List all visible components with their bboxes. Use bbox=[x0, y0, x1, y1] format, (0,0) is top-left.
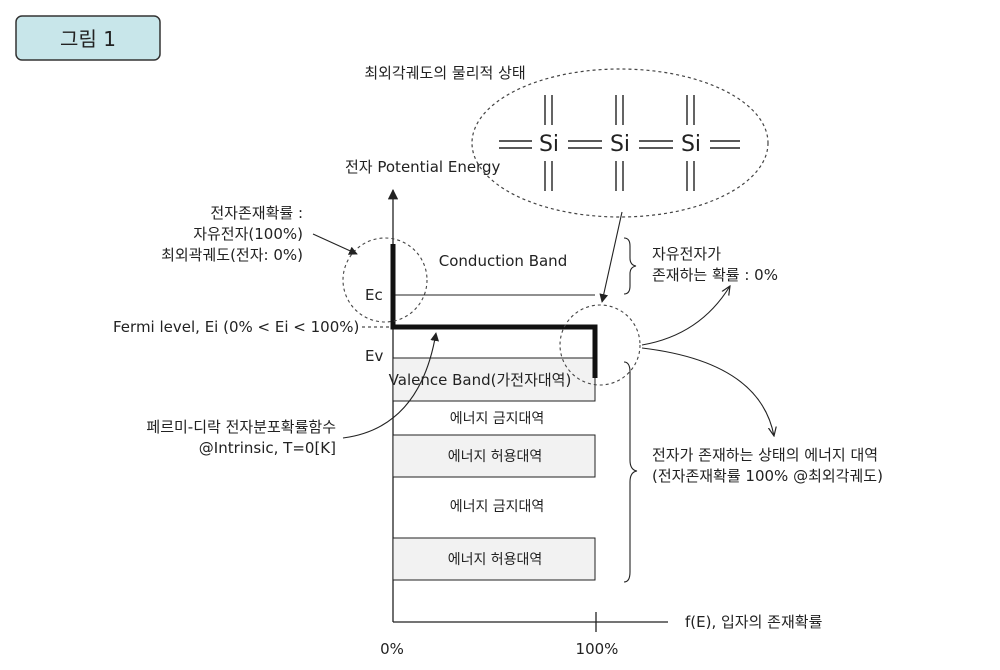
annotation-line-1: 전자존재확률 : bbox=[210, 204, 303, 222]
covalent-bonds bbox=[499, 95, 740, 191]
axes: 전자 Potential Energy f(E), 입자의 존재확률 0% 10… bbox=[345, 158, 823, 658]
energy-band-line-1: 전자가 존재하는 상태의 에너지 대역 bbox=[652, 446, 878, 464]
x-tick-label-100: 100% bbox=[576, 640, 619, 658]
figure-label-text: 그림 1 bbox=[60, 27, 116, 51]
figure-label-box bbox=[15, 15, 161, 61]
si-atom-2: Si bbox=[610, 132, 630, 157]
fermi-dirac-function bbox=[390, 244, 598, 378]
fermi-label: Fermi level, Ei (0% < Ei < 100%) bbox=[113, 318, 359, 336]
allowed-band-label-1: 에너지 허용대역 bbox=[448, 449, 543, 465]
x-tick-label-0: 0% bbox=[380, 640, 404, 658]
si-atom-3: Si bbox=[681, 132, 701, 157]
annotation-line-2: 자유전자(100%) bbox=[193, 225, 303, 243]
energy-band-brace bbox=[623, 361, 638, 583]
valence-band-label: Valence Band(가전자대역) bbox=[389, 371, 572, 389]
ec-label: Ec bbox=[365, 286, 383, 304]
allowed-band-label-2: 에너지 허용대역 bbox=[448, 552, 543, 568]
bands: Conduction Band Valence Band(가전자대역) 에너지 … bbox=[389, 252, 596, 581]
free-electron-line-2: 존재하는 확률 : 0% bbox=[652, 266, 778, 284]
figure-label: 그림 1 bbox=[15, 15, 161, 61]
lattice-title: 최외각궤도의 물리적 상태 bbox=[364, 64, 525, 82]
top-left-highlight-circle bbox=[342, 237, 428, 323]
fermi-function-line-1: 페르미-디락 전자분포확률함수 bbox=[146, 418, 336, 436]
energy-band-line-2: (전자존재확률 100% @최외각궤도) bbox=[652, 467, 883, 485]
right-highlight-circle bbox=[559, 304, 641, 386]
free-electron-annotation: 자유전자가 존재하는 확률 : 0% bbox=[623, 237, 778, 295]
curved-arrow-up bbox=[641, 286, 730, 346]
allowed-band-2 bbox=[392, 537, 596, 581]
ev-label: Ev bbox=[365, 347, 383, 365]
valence-band bbox=[392, 357, 596, 402]
si-atom-1: Si bbox=[539, 132, 559, 157]
energy-levels: Ec Ev Fermi level, Ei (0% < Ei < 100%) bbox=[113, 286, 595, 365]
annotation-arrow bbox=[312, 233, 358, 255]
conduction-band-label: Conduction Band bbox=[439, 252, 567, 270]
annotation-electron-probability: 전자존재확률 : 자유전자(100%) 최외곽궤도(전자: 0%) bbox=[161, 204, 358, 264]
annotation-line-3: 최외곽궤도(전자: 0%) bbox=[161, 246, 303, 264]
fermi-function-line-2: @Intrinsic, T=0[K] bbox=[199, 439, 336, 457]
fermi-function-arrow bbox=[342, 332, 440, 439]
forbidden-band-label-2: 에너지 금지대역 bbox=[450, 499, 545, 515]
y-axis-label: 전자 Potential Energy bbox=[345, 158, 500, 176]
si-lattice: 최외각궤도의 물리적 상태 Si Si Si bbox=[364, 64, 769, 218]
energy-band-annotation: 전자가 존재하는 상태의 에너지 대역 (전자존재확률 100% @최외각궤도) bbox=[623, 361, 883, 583]
fermi-function-annotation: 페르미-디락 전자분포확률함수 @Intrinsic, T=0[K] bbox=[146, 332, 440, 457]
free-electron-line-1: 자유전자가 bbox=[652, 245, 721, 263]
allowed-band-1 bbox=[392, 434, 596, 478]
lattice-arrow bbox=[599, 211, 623, 303]
x-axis-label: f(E), 입자의 존재확률 bbox=[685, 613, 823, 631]
forbidden-band-label-1: 에너지 금지대역 bbox=[450, 411, 545, 427]
curved-arrow-down bbox=[641, 347, 774, 436]
lattice-ellipse bbox=[471, 68, 769, 218]
free-electron-brace bbox=[623, 237, 637, 295]
